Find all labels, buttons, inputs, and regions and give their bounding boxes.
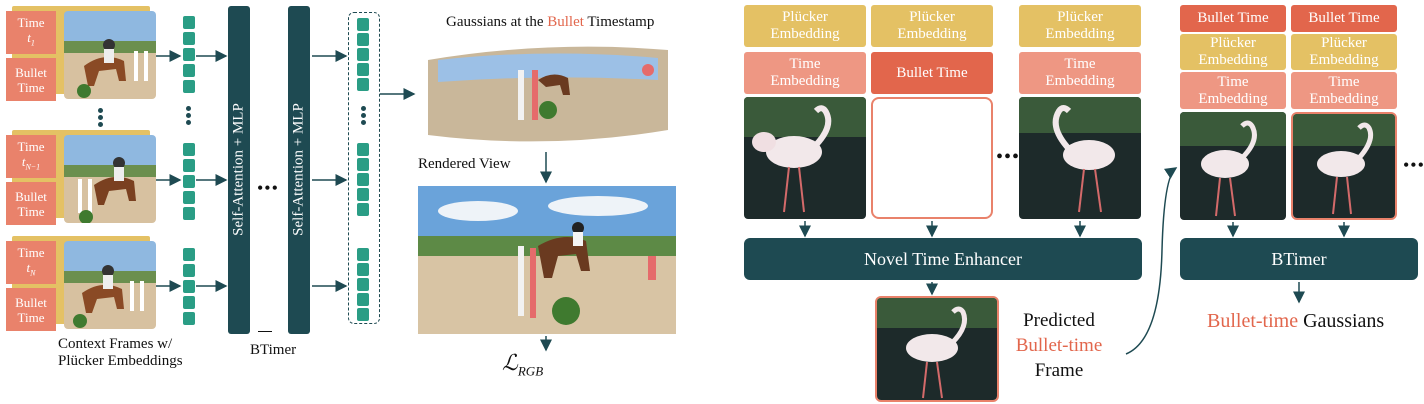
empty-target-frame [871,97,993,219]
plucker-embedding-5: Plücker Embedding [1291,34,1397,70]
context-frames-caption: Context Frames w/ Plücker Embeddings [58,336,183,369]
ellipsis-horizontal-icon: ••• [257,178,279,198]
ellipsis-horizontal-icon: ••• [1403,155,1424,175]
loss-rgb-label: ℒRGB [502,350,544,379]
transformer-block-2: Self-Attention + MLP [288,6,310,334]
bracket-line [258,331,272,332]
predicted-frame-image [875,296,999,402]
flamingo-frame-image [744,97,866,219]
time-embedding-3: Time Embedding [1019,52,1141,94]
time-embedding-5: Time Embedding [1291,72,1397,109]
btimer-label: BTimer [250,342,297,358]
ellipsis-icon [98,106,104,129]
plucker-embedding-2: Plücker Embedding [871,5,993,47]
plucker-embedding-3: Plücker Embedding [1019,5,1141,47]
rendered-view-label: Rendered View [418,156,511,172]
predicted-frame-image [1291,112,1397,220]
bullet-time-label: Bullet Time [6,288,56,331]
transformer-block-1: Self-Attention + MLP [228,6,250,334]
horse-frame-image [64,241,156,329]
time-tn-minus-1-label: Time tN−1 [6,135,56,178]
context-frame-n: Time tN Bullet Time [6,236,156,332]
time-embedding-4: Time Embedding [1180,72,1286,109]
btimer-block: BTimer [1180,238,1418,280]
context-frame-n-minus-1: Time tN−1 Bullet Time [6,130,156,226]
bullet-time-label: Bullet Time [6,58,56,101]
time-tn-label: Time tN [6,241,56,284]
plucker-embedding-1: Plücker Embedding [744,5,866,47]
bullet-time-embedding-a: Bullet Time [1180,5,1286,32]
novel-time-enhancer-block: Novel Time Enhancer [744,238,1142,280]
context-frame-1: Time t1 Bullet Time [6,6,156,102]
horse-frame-image [64,135,156,223]
ellipsis-icon [361,104,366,127]
bullet-time-embedding: Bullet Time [871,52,993,94]
flamingo-frame-image [1180,112,1286,220]
rendered-view-image [418,186,676,334]
gaussians-render-image [418,40,676,150]
time-embedding-1: Time Embedding [744,52,866,94]
ellipsis-horizontal-icon: ••• [996,146,1021,168]
time-t1-label: Time t1 [6,11,56,54]
output-tokens-group [348,12,380,324]
bullet-time-gaussians-label: Bullet-time Gaussians [1207,310,1385,332]
flamingo-frame-image [1019,97,1141,219]
ellipsis-icon [186,104,191,127]
bullet-time-label: Bullet Time [6,182,56,225]
gaussians-title: Gaussians at the Bullet Timestamp [446,14,655,30]
horse-frame-image [64,11,156,99]
bullet-time-embedding-b: Bullet Time [1291,5,1397,32]
plucker-embedding-4: Plücker Embedding [1180,34,1286,70]
predicted-frame-caption: Predicted Bullet-time Frame [1015,310,1103,381]
